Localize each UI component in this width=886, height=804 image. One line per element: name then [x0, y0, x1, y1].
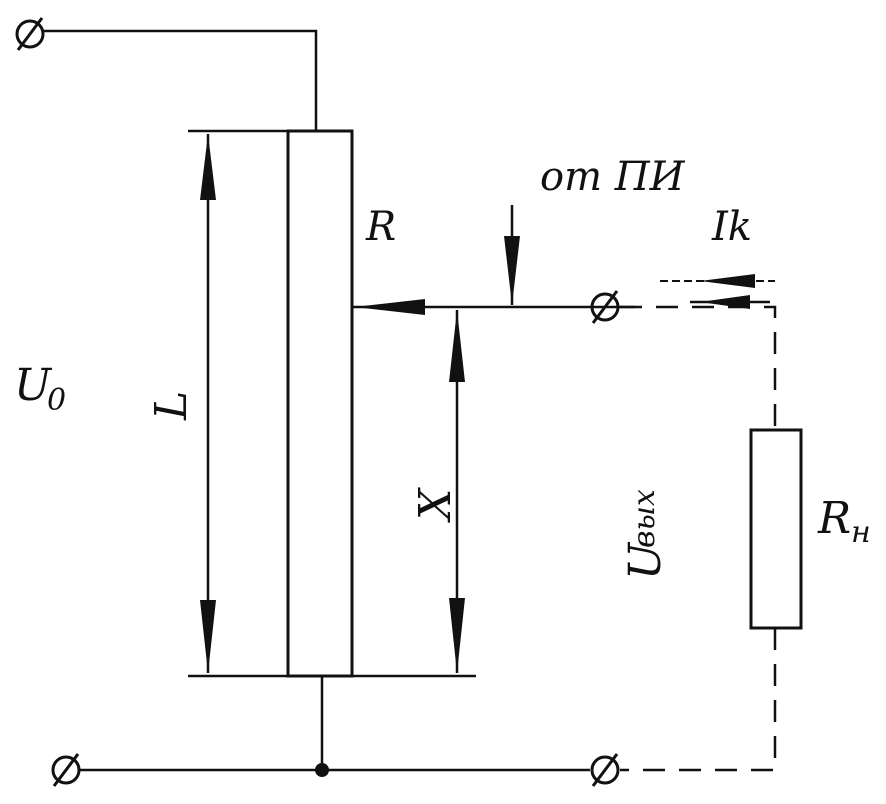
bottom-right-terminal: [590, 753, 620, 787]
length-dimension: [200, 134, 216, 673]
label-ik: Ik: [711, 204, 752, 250]
ot-pi-arrowhead: [504, 236, 520, 305]
load-resistor: [749, 428, 803, 630]
bottom-left-terminal: [51, 753, 81, 787]
x-dimension: [449, 310, 465, 673]
svg-text:U: U: [620, 541, 671, 580]
wiper-arrow: [354, 299, 425, 315]
label-r: R: [365, 204, 396, 250]
svg-text:н: н: [851, 515, 871, 550]
svg-text:R: R: [817, 493, 851, 544]
svg-text:0: 0: [47, 383, 66, 418]
label-l: L: [146, 391, 197, 421]
svg-text:вых: вых: [627, 489, 662, 548]
ik-arrows: [660, 274, 775, 309]
label-ot-pi: от ПИ: [540, 154, 686, 200]
load-dashed-wire: [620, 628, 777, 772]
label-uvyh: U вых: [620, 489, 671, 580]
top-terminal: [15, 17, 45, 51]
junction-dot: [315, 763, 329, 777]
output-terminal: [590, 290, 620, 324]
svg-text:U: U: [14, 360, 53, 411]
label-rn: R н: [817, 493, 871, 550]
label-x: X: [410, 487, 461, 523]
output-dashed-wire: [620, 305, 777, 430]
top-wire: [43, 29, 318, 131]
label-u0: U 0: [14, 360, 66, 418]
potentiometer-body: [286, 129, 354, 678]
